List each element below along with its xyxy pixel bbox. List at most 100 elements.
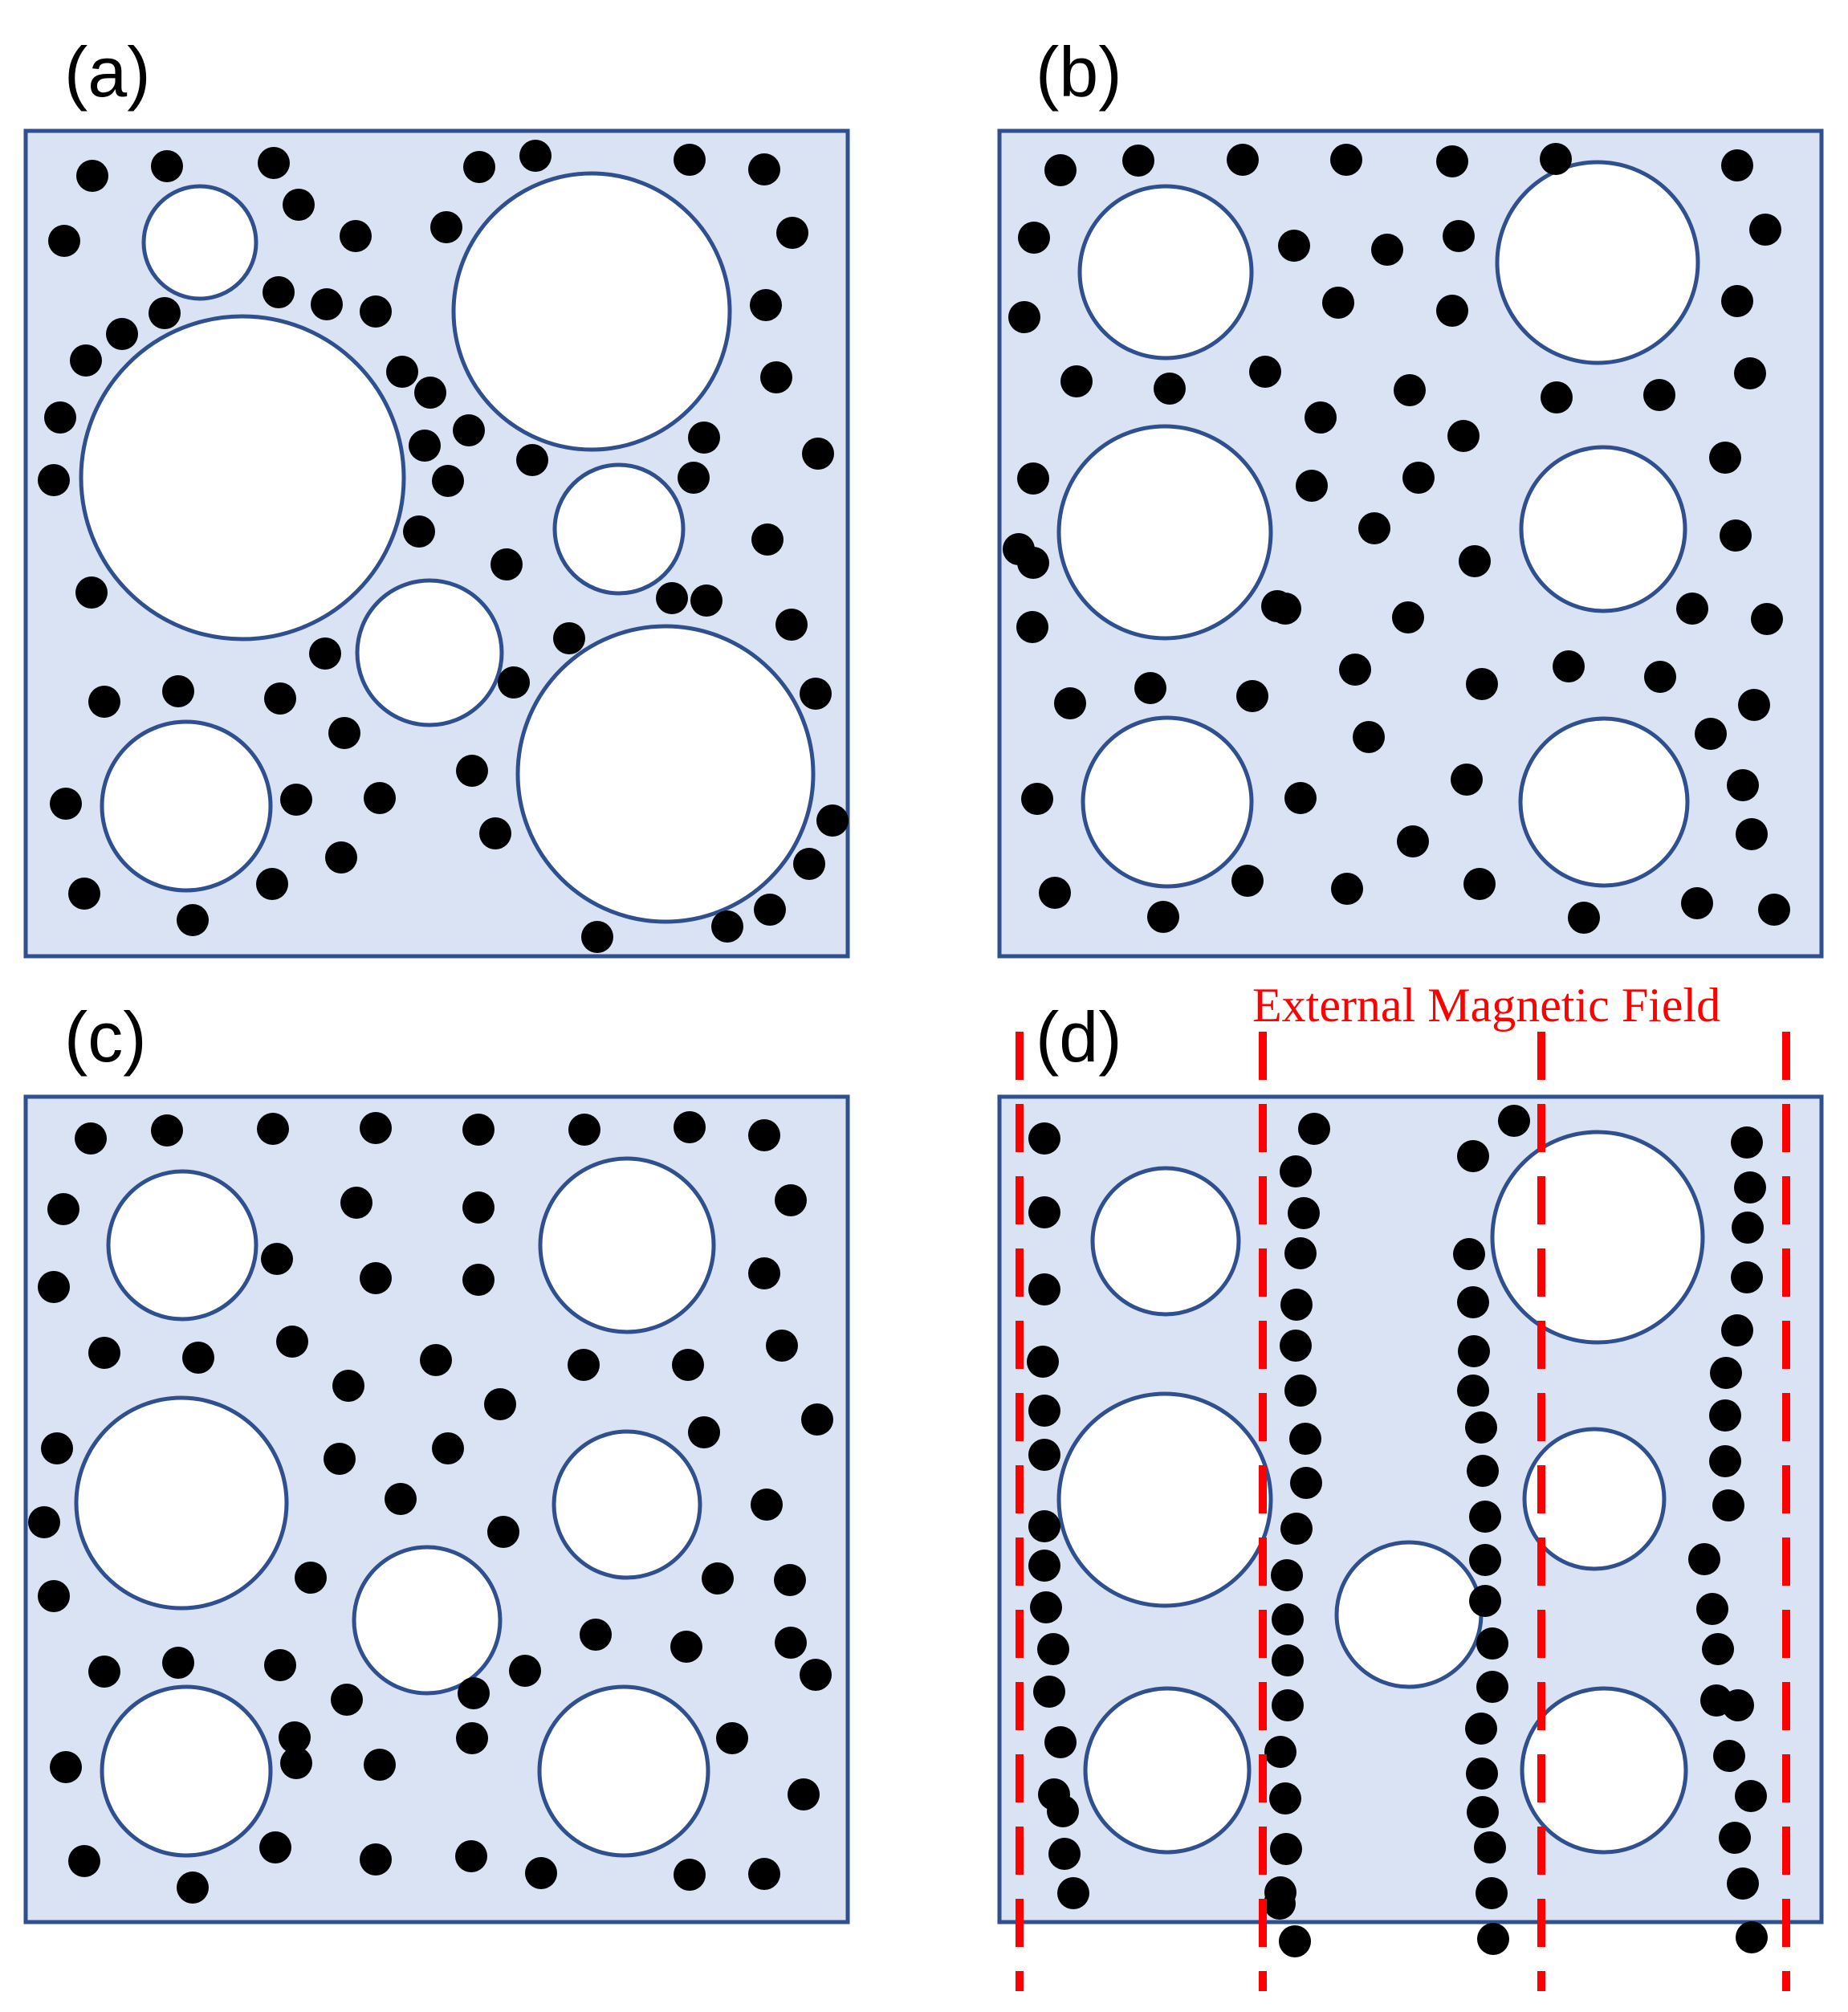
magnetic-particle xyxy=(788,1778,820,1810)
magnetic-particle xyxy=(360,1843,392,1876)
magnetic-particle xyxy=(1028,1196,1060,1228)
magnetic-particle xyxy=(802,438,834,470)
magnetic-particle xyxy=(775,1184,807,1216)
magnetic-particle xyxy=(1270,1833,1302,1865)
magnetic-particle xyxy=(1279,1925,1311,1957)
magnetic-particle xyxy=(1397,825,1429,857)
magnetic-particle xyxy=(793,848,825,880)
magnetic-particle xyxy=(1712,1489,1744,1521)
magnetic-particle xyxy=(1540,143,1572,175)
pore xyxy=(1081,715,1254,889)
pore xyxy=(1520,1686,1688,1855)
magnetic-particle xyxy=(1451,764,1483,796)
pore xyxy=(1522,1427,1667,1571)
magnetic-particle xyxy=(75,1122,107,1155)
magnetic-particle xyxy=(1719,1822,1751,1854)
magnetic-particle xyxy=(280,784,312,816)
magnetic-particle xyxy=(325,841,357,874)
magnetic-particle xyxy=(68,1845,100,1877)
magnetic-particle xyxy=(420,1344,452,1376)
magnetic-particle xyxy=(88,686,120,718)
magnetic-particle xyxy=(360,295,392,328)
magnetic-particle xyxy=(458,1677,490,1709)
magnetic-particle xyxy=(672,1349,704,1381)
magnetic-particle xyxy=(1028,1510,1060,1542)
magnetic-particle xyxy=(1466,668,1498,700)
magnetic-particle xyxy=(70,344,102,377)
magnetic-particle xyxy=(88,1656,120,1688)
magnetic-particle xyxy=(1436,295,1468,327)
magnetic-particle xyxy=(364,782,396,814)
magnetic-particle xyxy=(1459,545,1491,577)
magnetic-particle xyxy=(177,904,209,936)
magnetic-particle xyxy=(1676,593,1708,625)
magnetic-particle xyxy=(1358,512,1390,544)
magnetic-particle xyxy=(1465,1411,1497,1444)
magnetic-particle xyxy=(1231,865,1264,897)
magnetic-particle xyxy=(1037,1633,1069,1665)
magnetic-particle xyxy=(1288,1197,1320,1229)
magnetic-particle xyxy=(1696,1593,1728,1625)
magnetic-particle xyxy=(509,1655,541,1687)
magnetic-particle xyxy=(280,1747,312,1779)
magnetic-particle xyxy=(332,1370,364,1402)
magnetic-particle xyxy=(258,147,290,179)
magnetic-particle xyxy=(462,1264,495,1296)
magnetic-particle xyxy=(264,682,296,715)
pore xyxy=(1490,1130,1705,1345)
magnetic-particle xyxy=(1236,680,1268,712)
magnetic-particle xyxy=(1392,601,1424,633)
magnetic-particle xyxy=(364,1749,396,1781)
panel-label-b: (b) xyxy=(1036,32,1122,112)
magnetic-particle xyxy=(1541,381,1573,413)
magnetic-particle xyxy=(1284,782,1317,814)
magnetic-particle xyxy=(1643,379,1675,411)
magnetic-particle xyxy=(1738,689,1770,721)
magnetic-particle xyxy=(1047,1795,1079,1827)
magnetic-particle xyxy=(1249,356,1281,388)
magnetic-particle xyxy=(1296,470,1328,502)
magnetic-particle xyxy=(360,1112,392,1144)
magnetic-particle xyxy=(1736,818,1768,850)
magnetic-particle xyxy=(331,1684,363,1716)
pore xyxy=(1519,445,1687,613)
magnetic-particle xyxy=(386,356,418,388)
magnetic-particle xyxy=(1498,1105,1530,1137)
magnetic-particle xyxy=(1467,1796,1499,1828)
pore xyxy=(1056,424,1273,641)
magnetic-particle xyxy=(259,1831,291,1863)
magnetic-particle xyxy=(76,160,108,192)
magnetic-particle xyxy=(456,755,488,787)
magnetic-particle xyxy=(1736,1921,1768,1953)
magnetic-particle xyxy=(1122,145,1154,177)
magnetic-particle xyxy=(1353,721,1385,753)
magnetic-particle xyxy=(1735,1780,1767,1812)
magnetic-particle xyxy=(1457,1286,1489,1318)
magnetic-particle xyxy=(776,217,808,249)
magnetic-particle xyxy=(1447,420,1480,452)
magnetic-particle xyxy=(716,1722,748,1754)
magnetic-particle xyxy=(690,584,723,617)
magnetic-particle xyxy=(1272,1603,1304,1635)
magnetic-particle xyxy=(1681,887,1713,919)
magnetic-particle xyxy=(678,462,710,494)
magnetic-particle xyxy=(1731,1261,1763,1293)
magnetic-particle xyxy=(656,582,688,614)
pore xyxy=(552,1429,702,1580)
magnetic-particle xyxy=(688,1416,720,1448)
magnetic-particle xyxy=(1477,1923,1509,1955)
magnetic-particle xyxy=(455,1840,487,1872)
magnetic-particle xyxy=(1017,462,1049,495)
magnetic-particle xyxy=(1272,1689,1304,1721)
magnetic-particle xyxy=(1476,1671,1508,1703)
magnetic-particle xyxy=(68,878,100,910)
magnetic-particle xyxy=(1727,769,1759,801)
magnetic-particle xyxy=(1054,687,1086,719)
magnetic-particle xyxy=(162,675,194,707)
pore xyxy=(352,1545,503,1696)
magnetic-particle xyxy=(674,1859,706,1891)
magnetic-particle xyxy=(750,289,782,321)
magnetic-particle xyxy=(1644,661,1676,693)
magnetic-particle xyxy=(1021,783,1053,815)
magnetic-particle xyxy=(1305,401,1337,434)
